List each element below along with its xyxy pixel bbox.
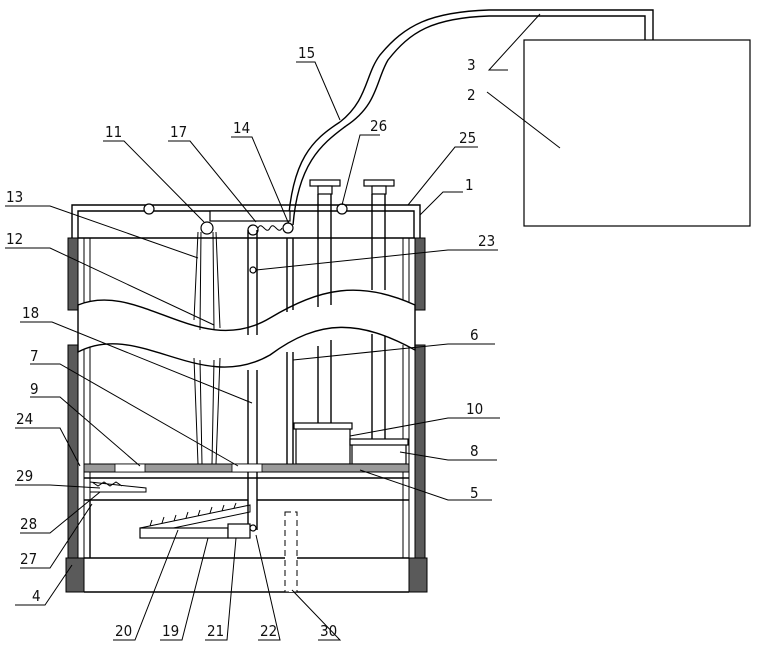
- label-7: 7: [30, 347, 39, 365]
- label-19: 19: [162, 622, 179, 640]
- block-21: [228, 524, 250, 538]
- external-unit-box: [524, 40, 750, 226]
- right-fitting-26: [337, 204, 347, 214]
- label-22: 22: [260, 622, 277, 640]
- right-base-foot: [409, 558, 427, 592]
- left-base-foot: [66, 558, 84, 592]
- label-13: 13: [6, 188, 23, 206]
- label-21: 21: [207, 622, 224, 640]
- lever-18: [248, 225, 258, 530]
- label-25: 25: [459, 129, 476, 147]
- label-10: 10: [466, 400, 483, 418]
- break-band: [78, 290, 415, 367]
- spring-17: [258, 226, 282, 231]
- left-outer-wall-upper: [68, 238, 78, 310]
- label-26: 26: [370, 117, 387, 135]
- base-frame: [84, 558, 409, 592]
- label-23: 23: [478, 232, 495, 250]
- label-8: 8: [470, 442, 479, 460]
- label-14: 14: [233, 119, 250, 137]
- label-5: 5: [470, 484, 479, 502]
- left-fitting: [144, 204, 154, 214]
- lower-shelf: [84, 478, 409, 558]
- divider-6: [287, 238, 293, 464]
- cylinder-19: [140, 528, 228, 538]
- plate-slot-left: [115, 464, 145, 472]
- label-11: 11: [105, 123, 122, 141]
- label-9: 9: [30, 380, 39, 398]
- hose-fitting-14: [283, 223, 293, 233]
- label-2: 2: [467, 86, 476, 104]
- label-28: 28: [20, 515, 37, 533]
- label-20: 20: [115, 622, 132, 640]
- pivot-22: [250, 525, 256, 531]
- label-24: 24: [16, 410, 33, 428]
- label-1: 1: [465, 176, 474, 194]
- drain-30: [285, 512, 297, 592]
- supply-pipe: [489, 10, 653, 40]
- label-18: 18: [22, 304, 39, 322]
- container-8-lid: [350, 439, 408, 445]
- label-6: 6: [470, 326, 479, 344]
- container-10: [296, 425, 350, 464]
- label-17: 17: [170, 123, 187, 141]
- right-outer-wall-lower: [415, 345, 425, 560]
- container-10-lid: [294, 423, 352, 429]
- label-30: 30: [320, 622, 337, 640]
- label-12: 12: [6, 230, 23, 248]
- top-cover-plate: [210, 211, 290, 221]
- label-29: 29: [16, 467, 33, 485]
- scraper-29: [90, 482, 146, 492]
- right-outer-wall-upper: [415, 238, 425, 310]
- label-15: 15: [298, 44, 315, 62]
- inner-liner: [84, 238, 409, 558]
- label-4: 4: [32, 587, 41, 605]
- label-27: 27: [20, 550, 37, 568]
- label-3: 3: [467, 56, 476, 74]
